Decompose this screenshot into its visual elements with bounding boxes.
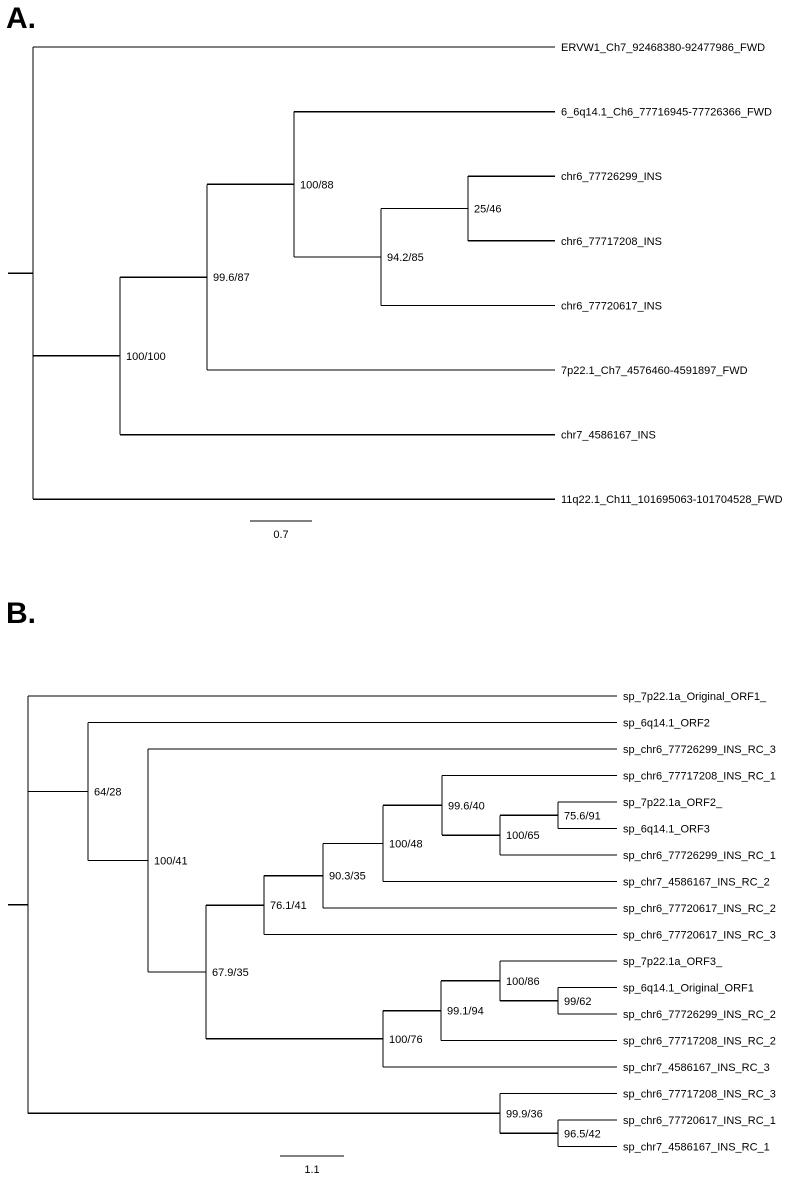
leaf-label: sp_chr7_4586167_INS_RC_3 [623,1062,770,1074]
support-value: 67.9/35 [212,967,249,979]
support-value: 100/41 [154,855,188,867]
leaf-label: 7p22.1_Ch7_4576460-4591897_FWD [561,365,748,377]
panel-letter-a: A. [6,2,36,35]
scale-bar-label-a: 0.7 [273,529,288,541]
support-value: 96.5/42 [564,1128,601,1140]
panel-a: A. ERVW1_Ch7_92468380-92477986_FWD 100/10… [6,2,783,541]
leaf-label: sp_7p22.1a_ORF2_ [623,797,723,809]
leaf-label: 6_6q14.1_Ch6_77716945-77726366_FWD [561,107,772,119]
tree-b: sp_7p22.1a_Original_ORF1_ 64/28 sp_6q14.1_… [8,691,776,1154]
leaf-label: sp_chr6_77717208_INS_RC_3 [623,1089,776,1101]
panel-b: B. sp_7p22.1a_Original_ORF1_ 64/28 sp_6q14… [6,597,776,1176]
scale-bar-b: 1.1 [280,1155,344,1176]
support-value: 99.1/94 [447,1006,484,1018]
support-value: 100/86 [506,976,540,988]
support-value: 25/46 [474,204,502,216]
leaf-label: sp_7p22.1a_Original_ORF1_ [623,691,767,703]
leaf-label: sp_chr7_4586167_INS_RC_1 [623,1142,770,1154]
leaf-label: sp_chr6_77726299_INS_RC_3 [623,744,776,756]
leaf-label: sp_6q14.1_ORF2 [623,718,710,730]
leaf-label: sp_chr6_77720617_INS_RC_1 [623,1115,776,1127]
leaf-label: sp_chr6_77726299_INS_RC_1 [623,850,776,862]
leaf-label: sp_chr6_77726299_INS_RC_2 [623,1009,776,1021]
tree-a: ERVW1_Ch7_92468380-92477986_FWD 100/100 99… [8,42,783,506]
leaf-label: sp_7p22.1a_ORF3_ [623,956,723,968]
leaf-label: sp_chr6_77717208_INS_RC_2 [623,1036,776,1048]
support-value: 99.6/40 [448,800,485,812]
leaf-label: chr6_77717208_INS [561,236,662,248]
leaf-label: sp_chr7_4586167_INS_RC_2 [623,877,770,889]
leaf-label: sp_6q14.1_Original_ORF1 [623,983,754,995]
scale-bar-label-b: 1.1 [304,1164,319,1176]
support-value: 90.3/35 [329,871,366,883]
scale-bar-a: 0.7 [250,520,312,541]
support-value: 99.9/36 [506,1108,543,1120]
support-value: 99.6/87 [213,272,250,284]
leaf-label: sp_chr6_77717208_INS_RC_1 [623,771,776,783]
support-value: 100/48 [389,838,423,850]
support-value: 100/76 [389,1034,423,1046]
panel-letter-b: B. [6,597,36,630]
leaf-label: sp_chr6_77720617_INS_RC_3 [623,930,776,942]
leaf-label: 11q22.1_Ch11_101695063-101704528_FWD [561,494,783,506]
support-value: 100/65 [506,830,540,842]
support-value: 100/100 [126,351,166,363]
support-value: 76.1/41 [270,900,307,912]
support-value: 99/62 [564,996,592,1008]
leaf-label: sp_6q14.1_ORF3 [623,824,710,836]
leaf-label: chr6_77726299_INS [561,171,662,183]
leaf-label: chr7_4586167_INS [561,430,656,442]
support-value: 100/88 [300,179,334,191]
leaf-label: chr6_77720617_INS [561,300,662,312]
support-value: 94.2/85 [387,252,424,264]
support-value: 64/28 [94,786,122,798]
leaf-label: ERVW1_Ch7_92468380-92477986_FWD [561,42,765,54]
leaf-label: sp_chr6_77720617_INS_RC_2 [623,903,776,915]
support-value: 75.6/91 [564,810,601,822]
